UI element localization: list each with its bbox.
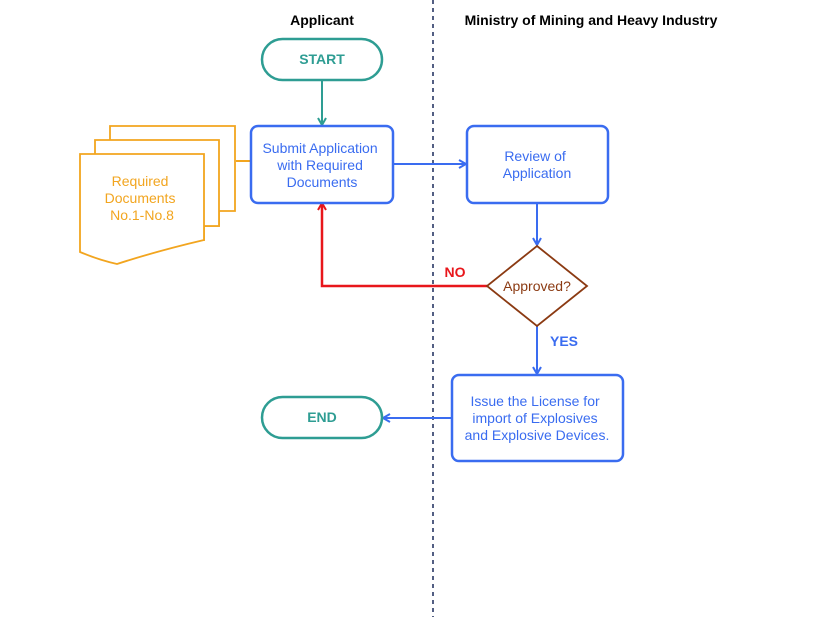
- svg-text:Issue the License for im: Issue the License for import of Explosiv…: [465, 393, 610, 443]
- documents-label-line-3: No.1-No.8: [110, 207, 174, 223]
- lane-title-ministry: Ministry of Mining and Heavy Industry: [465, 12, 718, 28]
- end-label: END: [307, 409, 337, 425]
- submit-label-line-2: with Required: [276, 157, 363, 173]
- documents-label-line-2: Documents: [105, 190, 176, 206]
- svg-text:Required Documents: Required Documents No.1-No.8: [105, 173, 180, 223]
- review-application-node: Review of Application: [465, 124, 610, 205]
- end-node: END: [260, 395, 384, 440]
- issue-label-line-2: import of Explosives: [472, 410, 597, 426]
- issue-label-line-1: Issue the License for: [470, 393, 600, 409]
- submit-label-line-1: Submit Application: [262, 140, 377, 156]
- svg-text:Submit Application with: Submit Application with Required Documen…: [262, 140, 381, 190]
- decision-label: Approved?: [503, 278, 571, 294]
- review-label-line-1: Review of: [504, 148, 566, 164]
- edge-label-yes: YES: [550, 333, 578, 349]
- start-node: START: [260, 37, 384, 82]
- submit-application-node: Submit Application with Required Documen…: [249, 124, 395, 205]
- approved-decision-node: Approved?: [485, 244, 589, 328]
- submit-label-line-3: Documents: [287, 174, 358, 190]
- issue-license-node: Issue the License for import of Explosiv…: [450, 373, 625, 463]
- required-documents-node: Required Documents No.1-No.8: [79, 125, 236, 265]
- edge-label-no: NO: [445, 264, 466, 280]
- lane-title-applicant: Applicant: [290, 12, 354, 28]
- start-label: START: [299, 51, 345, 67]
- review-label-line-2: Application: [503, 165, 572, 181]
- documents-label-line-1: Required: [112, 173, 169, 189]
- edge-decision-no-to-submit: [322, 204, 487, 288]
- svg-text:Review of Application: Review of Application: [503, 148, 572, 181]
- issue-label-line-3: and Explosive Devices.: [465, 427, 610, 443]
